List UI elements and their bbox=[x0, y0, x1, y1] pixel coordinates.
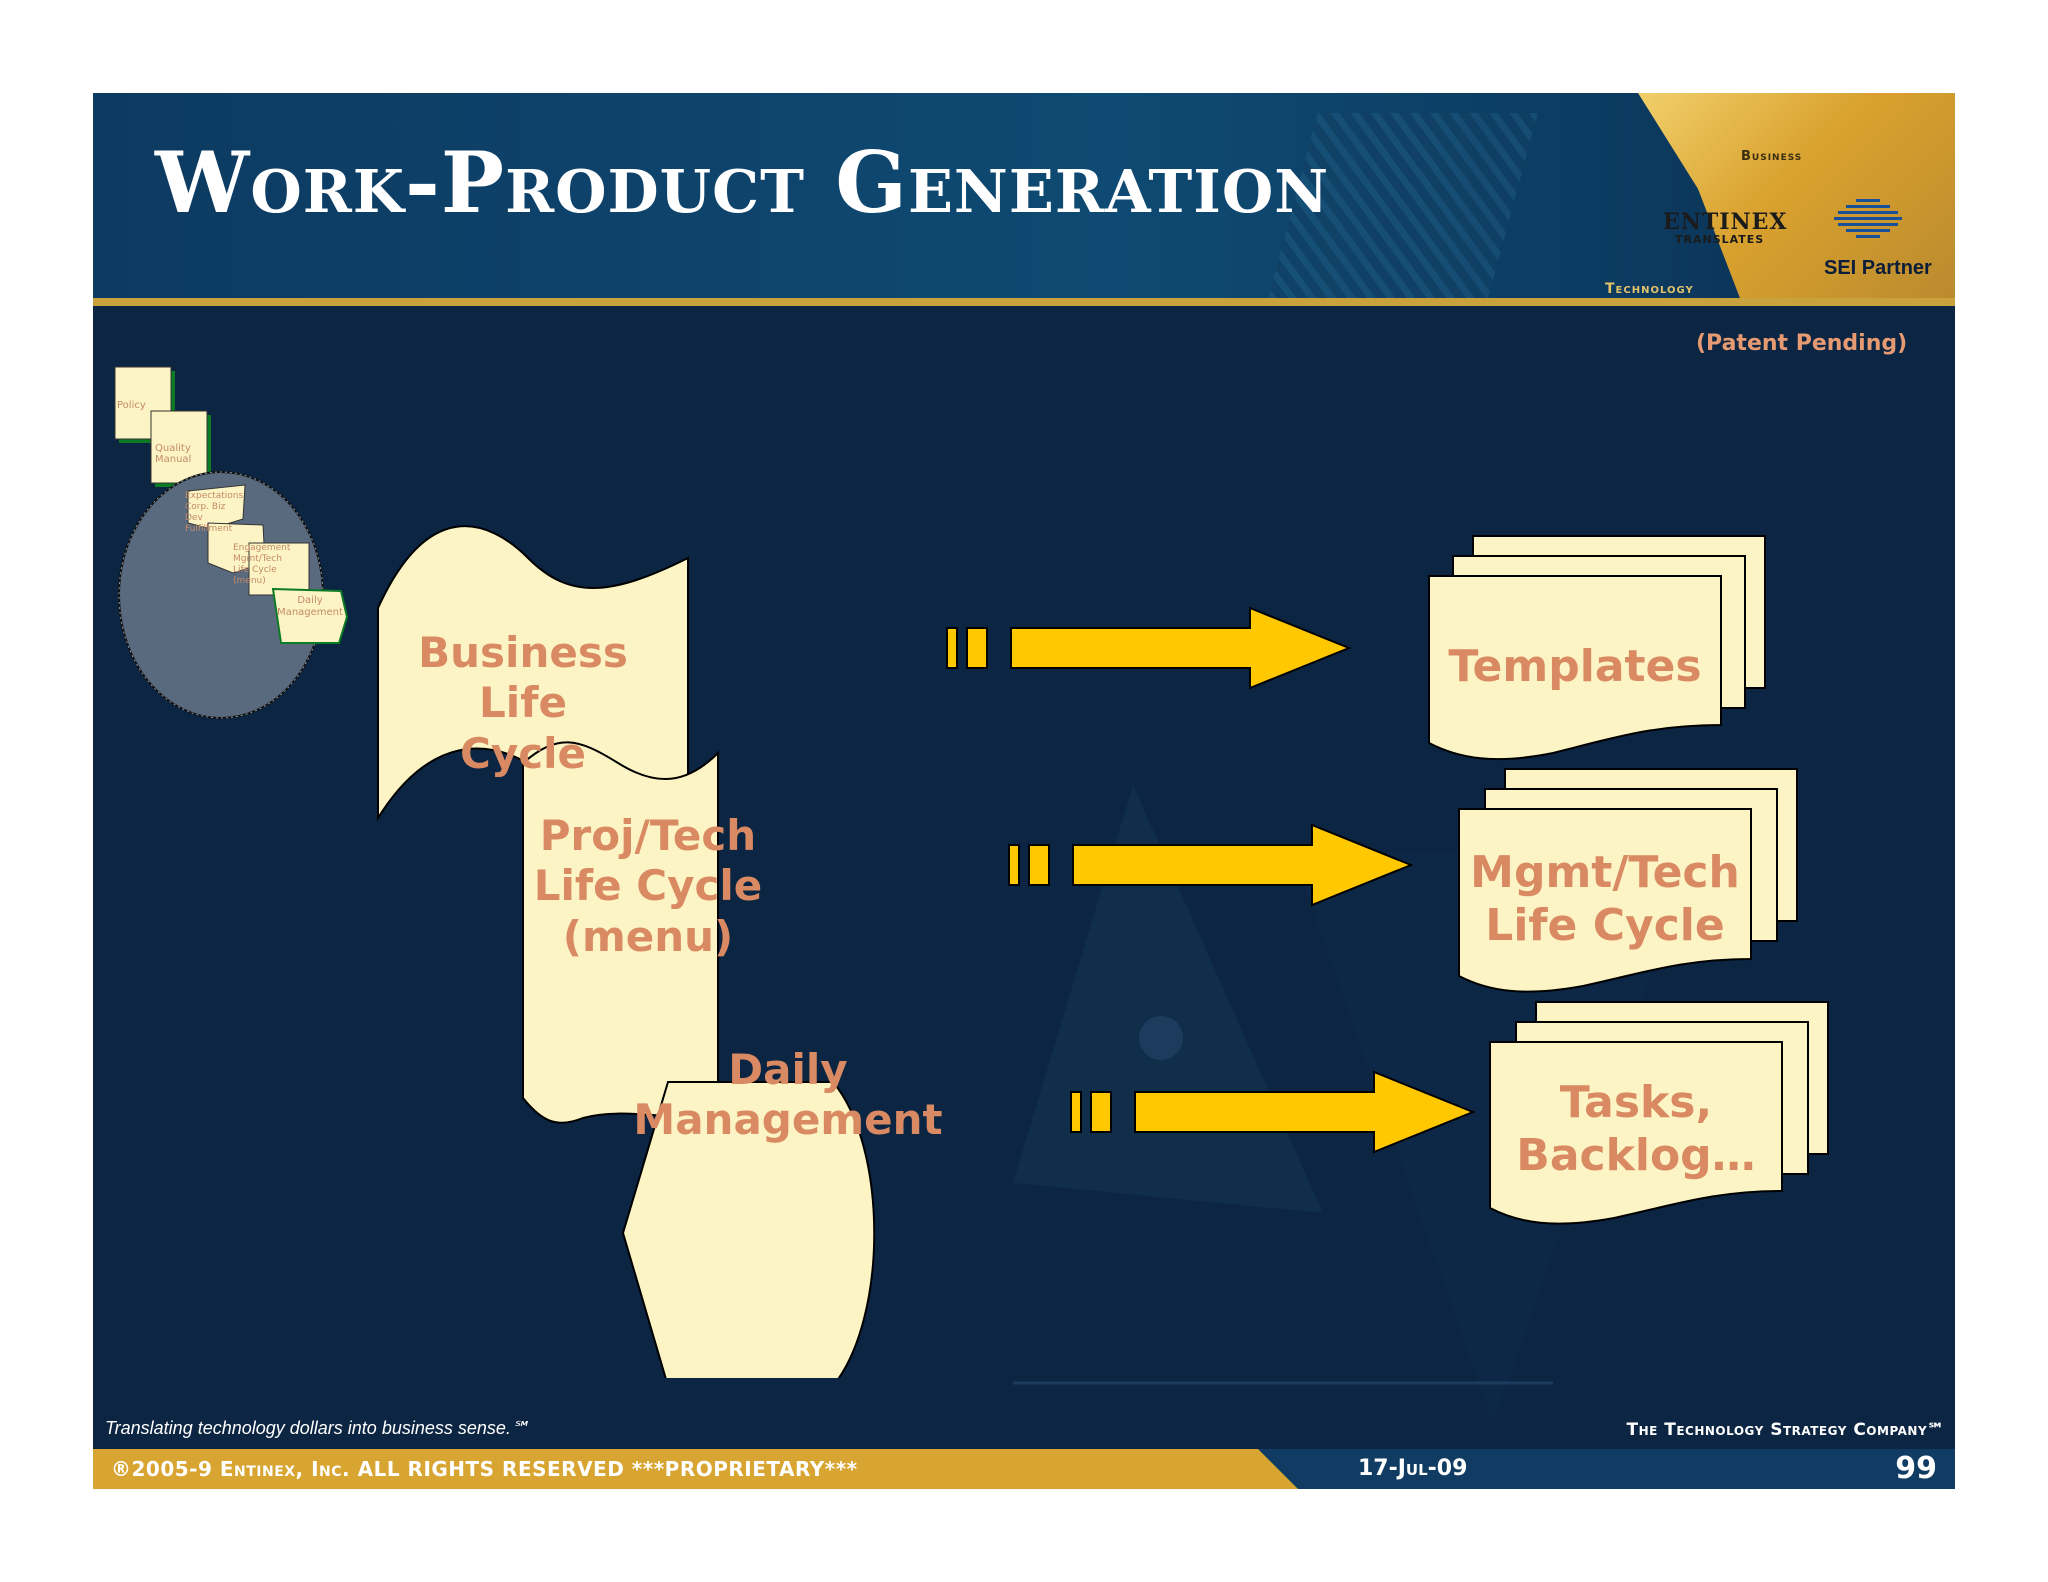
slide: Work-Product Generation Business ENTINEX… bbox=[93, 93, 1955, 1489]
output-label-templates: Templates bbox=[1448, 641, 1702, 692]
source-shapes bbox=[377, 525, 876, 1378]
sei-globe-icon bbox=[1834, 199, 1902, 238]
business-life-cycle-shape bbox=[377, 525, 689, 822]
header-divider bbox=[93, 298, 1955, 306]
slide-title: Work-Product Generation bbox=[155, 133, 1330, 232]
proj-tech-life-cycle-shape bbox=[522, 741, 719, 1124]
header-band bbox=[93, 93, 1955, 298]
footer-company: The Technology Strategy Company℠ bbox=[1626, 1420, 1945, 1440]
arrow-layer bbox=[946, 606, 1476, 1154]
thumb-label-policy: Policy bbox=[117, 400, 146, 411]
thumb-label-engagement: Engagement Mgmt/Tech Life Cycle (menu) bbox=[233, 543, 291, 586]
daily-management-shape bbox=[621, 1081, 876, 1378]
tasks-stack bbox=[1489, 1001, 1829, 1225]
sei-partner-label: SEI Partner bbox=[1824, 257, 1932, 279]
page-number: 99 bbox=[1895, 1451, 1937, 1486]
thumb-label-quality-manual: Quality Manual bbox=[155, 443, 192, 465]
footer-gold-band bbox=[93, 1449, 1298, 1489]
patent-note: (Patent Pending) bbox=[1696, 331, 1908, 356]
footer-date: 17-Jul-09 bbox=[1358, 1456, 1468, 1481]
thumb-label-expectations: Expectations Corp. Biz Dev Fulfillment L… bbox=[185, 491, 243, 534]
output-stacks bbox=[1428, 535, 1829, 1225]
footer-tagline: Translating technology dollars into busi… bbox=[105, 1418, 530, 1438]
footer-copyright: ®2005-9 Entinex, Inc. ALL RIGHTS RESERVE… bbox=[111, 1457, 858, 1481]
output-label-tasks: Tasks,Backlog… bbox=[1516, 1077, 1756, 1181]
thumb-label-daily-management: Daily Management bbox=[277, 595, 343, 618]
arrow-mgmt-tech bbox=[1008, 823, 1414, 907]
logo-technology-label: Technology bbox=[1605, 281, 1694, 297]
templates-stack bbox=[1428, 535, 1766, 761]
logo-business-label: Business bbox=[1741, 149, 1803, 164]
logo-entinex: ENTINEX bbox=[1663, 209, 1788, 235]
thumbnail-cluster bbox=[114, 366, 349, 719]
logo-translates: TRANSLATES bbox=[1675, 233, 1765, 246]
arrow-tasks bbox=[1070, 1070, 1476, 1154]
mgmt-tech-stack bbox=[1458, 768, 1798, 993]
arrow-templates bbox=[946, 606, 1352, 690]
